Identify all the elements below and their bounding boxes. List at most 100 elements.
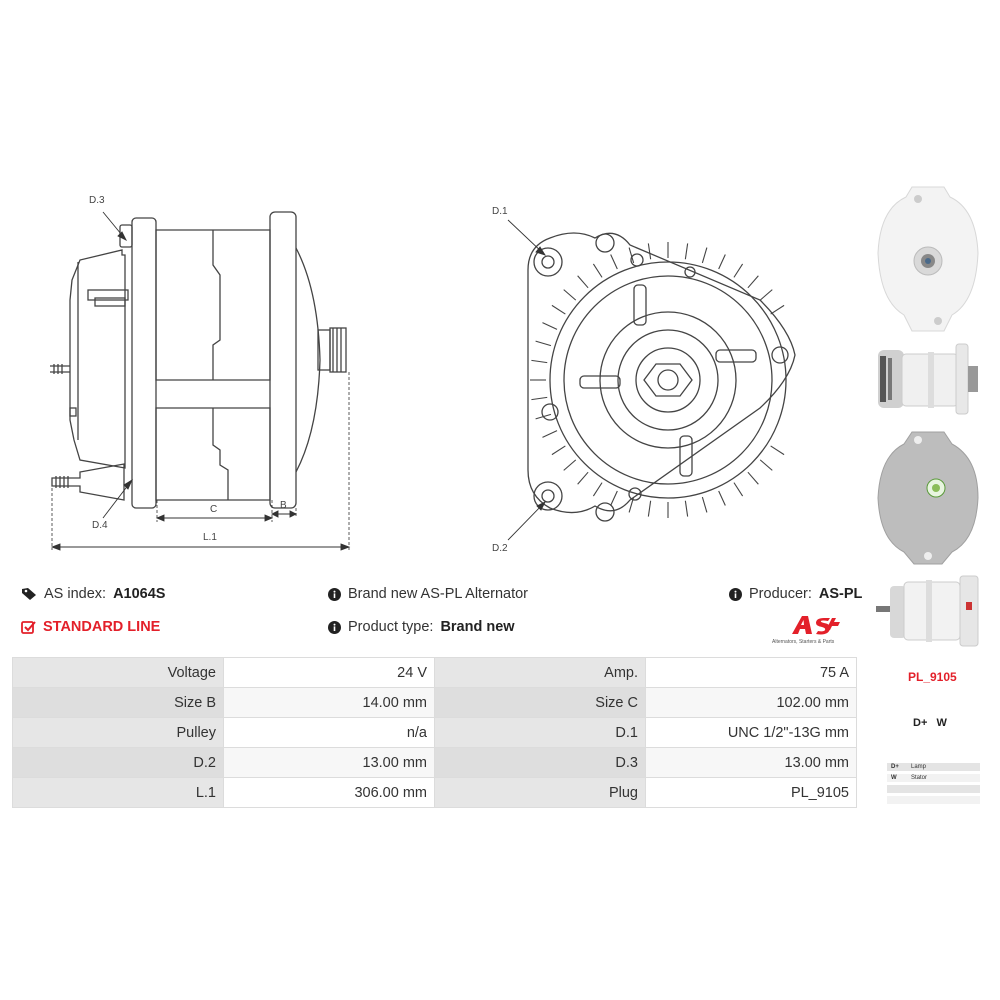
vent-slot: [628, 496, 635, 513]
side-view-drawing: [50, 211, 351, 551]
vent-slot: [684, 500, 689, 517]
spec-value: 306.00 mm: [223, 777, 435, 808]
product-photo-angle: [876, 575, 979, 647]
product-type-label: Product type:: [348, 619, 434, 635]
vent-slot: [747, 275, 759, 289]
front-view-drawing: [507, 219, 796, 541]
product-photo-front: [877, 431, 979, 565]
vent-slot: [610, 490, 618, 506]
producer-value: AS-PL: [818, 586, 863, 602]
vent-slot: [577, 275, 589, 289]
spec-label: Amp.: [434, 657, 646, 688]
product-type-row: Product type: Brand new: [328, 619, 515, 635]
vent-slot: [563, 289, 577, 301]
product-photo-side: [878, 343, 978, 415]
pin-row: D+ Lamp: [887, 763, 980, 771]
vent-slot: [577, 471, 589, 485]
vent-slot: [733, 482, 744, 497]
spec-value: 14.00 mm: [223, 687, 435, 718]
vent-slot: [592, 263, 603, 278]
vent-slot: [535, 413, 552, 420]
producer-row: Producer: AS-PL: [729, 586, 862, 602]
pin-row: W Stator: [887, 774, 980, 782]
logo-tagline: Alternators, Starters & Parts: [772, 639, 835, 645]
vent-slot: [684, 243, 689, 260]
as-index-label: AS index:: [44, 586, 107, 602]
spec-label: D.1: [434, 717, 646, 748]
spec-label: Voltage: [12, 657, 224, 688]
spec-value: UNC 1/2"-13G mm: [645, 717, 857, 748]
spec-value: 13.00 mm: [645, 747, 857, 778]
pin-desc: Lamp: [911, 764, 927, 770]
as-index-value: A1064S: [113, 586, 166, 602]
vent-slot: [551, 304, 566, 315]
dimension-label-l1: L.1: [203, 532, 217, 543]
vent-slot: [701, 247, 708, 264]
spec-label: Plug: [434, 777, 646, 808]
vent-slot: [759, 459, 773, 471]
vent-slot: [647, 500, 652, 517]
product-photo-rear: [877, 186, 979, 332]
spec-value: PL_9105: [645, 777, 857, 808]
vent-slot: [535, 340, 552, 347]
dimension-label-d2: D.2: [492, 543, 508, 554]
spec-value: n/a: [223, 717, 435, 748]
standard-line-row: STANDARD LINE: [21, 619, 160, 635]
vent-slot: [718, 490, 726, 506]
vent-slot: [628, 247, 635, 264]
brand-text: Brand new AS-PL Alternator: [348, 586, 529, 602]
spec-value: 75 A: [645, 657, 857, 688]
vent-slot: [718, 254, 726, 270]
vent-slot: [542, 322, 558, 330]
plug-code: PL_9105: [908, 670, 957, 684]
spec-value: 24 V: [223, 657, 435, 688]
vent-slot: [531, 396, 548, 401]
vent-slot: [647, 243, 652, 260]
producer-label: Producer:: [749, 586, 812, 602]
standard-line-label: STANDARD LINE: [43, 619, 161, 635]
pin-id: D+: [891, 764, 899, 770]
checkbox-icon: [21, 621, 36, 634]
dimension-label-b: B: [280, 500, 287, 511]
pin-desc: Stator: [911, 775, 928, 781]
dimension-label-d3: D.3: [89, 195, 105, 206]
as-index-row: AS index: A1064S: [21, 586, 165, 602]
spec-value: 13.00 mm: [223, 747, 435, 778]
info-icon: [729, 587, 742, 601]
vent-slot: [542, 430, 558, 438]
dimension-label-c: C: [210, 504, 218, 515]
tag-icon: [22, 588, 36, 600]
as-pl-logo: [792, 616, 840, 635]
plug-terminals: D+ W: [913, 717, 947, 729]
spec-label: L.1: [12, 777, 224, 808]
vent-slot: [747, 471, 759, 485]
vent-slot: [531, 359, 548, 364]
vent-slot: [733, 263, 744, 278]
info-icon: [328, 587, 341, 601]
spec-label: D.2: [12, 747, 224, 778]
vent-slot: [759, 289, 773, 301]
dimension-label-d1: D.1: [492, 206, 508, 217]
vent-slot: [551, 445, 566, 456]
spec-label: D.3: [434, 747, 646, 778]
pin-id: W: [891, 775, 897, 781]
vent-slot: [563, 459, 577, 471]
spec-label: Size B: [12, 687, 224, 718]
pin-row: [887, 796, 980, 804]
vent-slot: [610, 254, 618, 270]
pin-row: [887, 785, 980, 793]
spec-value: 102.00 mm: [645, 687, 857, 718]
vent-slot: [592, 482, 603, 497]
spec-label: Pulley: [12, 717, 224, 748]
dimension-label-d4: D.4: [92, 520, 108, 531]
info-icon: [328, 620, 341, 634]
spec-label: Size C: [434, 687, 646, 718]
vent-slot: [701, 496, 708, 513]
vent-slot: [770, 304, 785, 315]
